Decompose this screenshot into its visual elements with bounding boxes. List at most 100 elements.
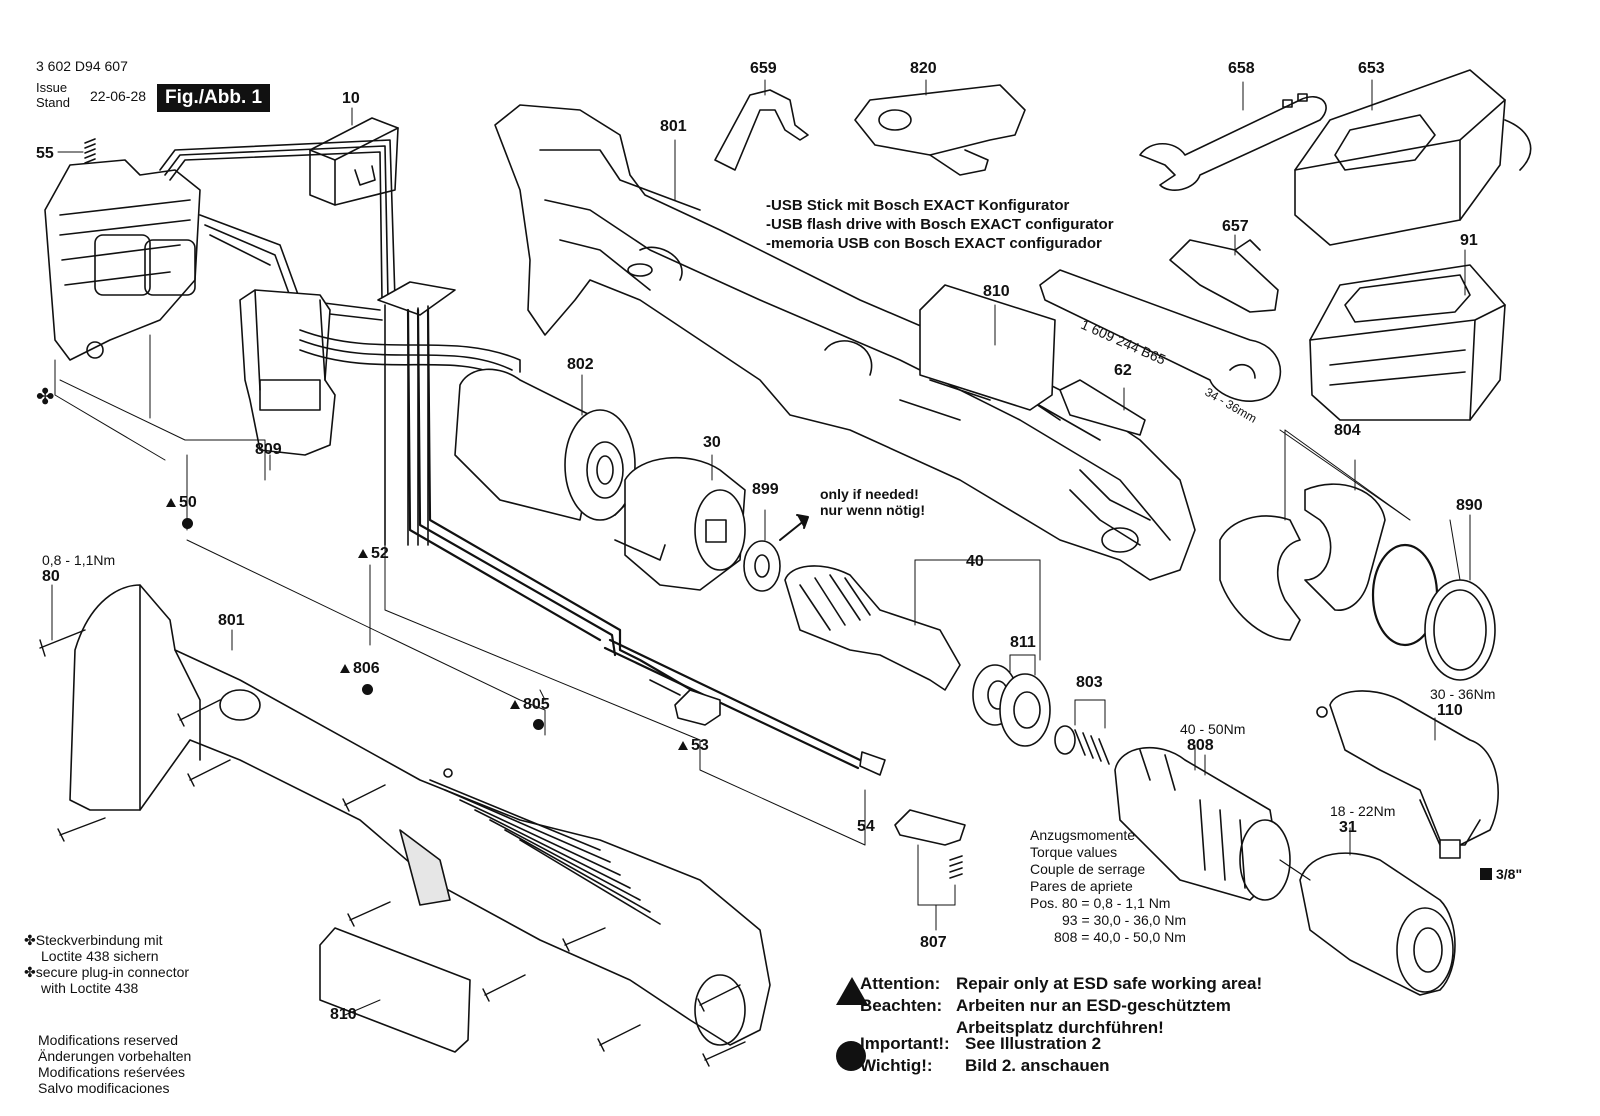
esd-notice-en: Attention:Repair only at ESD safe workin… — [860, 973, 1262, 995]
esd-text-de-1: Arbeiten nur an ESD-geschütztem — [956, 996, 1231, 1015]
part-label-805: 805 — [510, 696, 550, 714]
part-809-switch — [239, 289, 336, 456]
part-53-plug — [649, 679, 721, 726]
part-label-31: 31 — [1339, 819, 1357, 836]
part-label-658: 658 — [1228, 60, 1255, 77]
esd-triangle-icon — [166, 498, 176, 507]
part-label-801-top: 801 — [660, 118, 687, 135]
part-803-spring — [1054, 699, 1110, 765]
esd-triangle-icon — [358, 549, 368, 558]
torque-row: 93 = 30,0 - 36,0 Nm — [1030, 912, 1186, 929]
part-label-806-text: 806 — [353, 660, 380, 677]
torque-heading-es: Pares de apriete — [1030, 878, 1133, 894]
part-label-52: 52 — [358, 545, 389, 563]
part-electronics-carrier — [44, 139, 396, 361]
leader-lines — [51, 79, 1466, 856]
part-55-spring — [57, 138, 96, 164]
part-label-53-text: 53 — [691, 737, 709, 754]
part-810-strip-top — [919, 284, 1056, 411]
part-label-110: 110 — [1437, 702, 1463, 719]
torque-row-value: 40,0 - 50,0 Nm — [1093, 929, 1186, 945]
connector-note-de-2: Loctite 438 sichern — [41, 948, 159, 964]
part-52-pcb — [377, 281, 456, 546]
issue-label-en: Issue — [36, 80, 68, 95]
torque-label-31: 18 - 22Nm — [1330, 803, 1396, 819]
part-label-80: 80 — [42, 568, 60, 585]
esd-notice-de-2: Arbeitsplatz durchführen! — [860, 1017, 1262, 1039]
part-label-10: 10 — [342, 90, 360, 107]
part-label-808: 808 — [1187, 737, 1214, 754]
part-801-housing-bottom — [69, 584, 771, 1046]
usb-note-en: -USB flash drive with Bosch EXACT config… — [766, 216, 1114, 233]
torque-row-label: 93 = — [1062, 912, 1090, 928]
club-symbol-icon: ✤ — [36, 384, 55, 409]
torque-row: Pos. 80 = 0,8 - 1,1 Nm — [1030, 895, 1186, 912]
important-label-de: Wichtig!: — [860, 1056, 933, 1075]
part-label-53: 53 — [678, 737, 709, 755]
part-659-clip — [714, 89, 809, 171]
usb-note-de: -USB Stick mit Bosch EXACT Konfigurator — [766, 197, 1070, 214]
torque-label-110: 30 - 36Nm — [1430, 686, 1496, 702]
part-31-output — [1279, 852, 1456, 996]
connector-note-de-1: ✤Steckverbindung mit — [24, 932, 189, 948]
torque-row-label: Pos. 80 = — [1030, 895, 1090, 911]
part-110-anglehead — [1316, 690, 1499, 859]
part-label-805-text: 805 — [523, 696, 550, 713]
important-text-en: See Illustration 2 — [965, 1034, 1102, 1053]
important-text-de: Bild 2. anschauen — [965, 1056, 1110, 1075]
important-notice: Important!: See Illustration 2 Wichtig!: B… — [860, 1033, 1110, 1077]
part-label-811: 811 — [1010, 634, 1036, 651]
important-label-en: Important!: — [860, 1034, 950, 1053]
part-801-housing-top — [494, 104, 1196, 581]
torque-heading-en: Torque values — [1030, 844, 1118, 860]
part-54-end — [859, 751, 886, 776]
important-notice-en: Important!: See Illustration 2 — [860, 1033, 1110, 1055]
only-if-needed-de: nur wenn nötig! — [820, 502, 925, 518]
part-91-battery — [1309, 264, 1506, 421]
esd-triangle-icon — [678, 741, 688, 750]
esd-text-de-2: Arbeitsplatz durchführen! — [956, 1018, 1164, 1037]
part-802-motor — [454, 368, 636, 521]
modifications-de: Änderungen vorbehalten — [38, 1048, 192, 1064]
issue-label-de: Stand — [36, 95, 70, 110]
issue-label: Issue Stand — [36, 80, 70, 110]
modifications-notice: Modifications reserved Änderungen vorbeh… — [38, 1032, 191, 1096]
only-if-needed-note: only if needed! nur wenn nötig! — [820, 486, 925, 518]
torque-row-label: 808 = — [1054, 929, 1090, 945]
drive-size-label: 3/8" — [1480, 866, 1522, 882]
torque-row-value: 0,8 - 1,1 Nm — [1093, 895, 1171, 911]
important-dot-806 — [362, 682, 373, 700]
esd-warning-triangle-icon — [836, 977, 868, 1005]
part-10-cover — [309, 117, 399, 206]
only-if-needed-en: only if needed! — [820, 486, 919, 502]
part-label-802: 802 — [567, 356, 594, 373]
part-label-653: 653 — [1358, 60, 1385, 77]
connector-note-en-1-text: secure plug-in connector — [35, 964, 190, 980]
part-label-810-top: 810 — [983, 283, 1010, 300]
connector-note-de-1-text: Steckverbindung mit — [35, 932, 163, 948]
torque-table: Anzugsmomente Torque values Couple de se… — [1030, 827, 1186, 946]
issue-date: 22-06-28 — [90, 88, 147, 104]
important-dot-icon — [362, 684, 373, 695]
important-dot-50 — [182, 516, 193, 534]
part-label-807: 807 — [920, 934, 947, 951]
esd-text-en: Repair only at ESD safe working area! — [956, 974, 1263, 993]
torque-label-80: 0,8 - 1,1Nm — [42, 552, 116, 568]
document-number: 3 602 D94 607 — [36, 58, 128, 74]
connector-note-en-2: with Loctite 438 — [41, 980, 139, 996]
usb-note-es: -memoria USB con Bosch EXACT configurado… — [766, 235, 1102, 252]
connector-note-en-1: ✤secure plug-in connector — [24, 964, 189, 980]
part-label-899: 899 — [752, 481, 779, 498]
torque-label-808: 40 - 50Nm — [1180, 721, 1246, 737]
torque-row: 808 = 40,0 - 50,0 Nm — [1030, 929, 1186, 946]
part-label-803: 803 — [1076, 674, 1103, 691]
part-label-55: 55 — [36, 145, 54, 162]
square-drive-icon — [1480, 868, 1492, 880]
club-icon: ✤ — [24, 964, 36, 980]
important-dot-icon — [533, 719, 544, 730]
part-label-40: 40 — [966, 553, 984, 570]
modifications-en: Modifications reserved — [38, 1032, 179, 1048]
part-658-spanner — [1139, 93, 1327, 191]
usb-notes: -USB Stick mit Bosch EXACT Konfigurator … — [766, 196, 1114, 253]
